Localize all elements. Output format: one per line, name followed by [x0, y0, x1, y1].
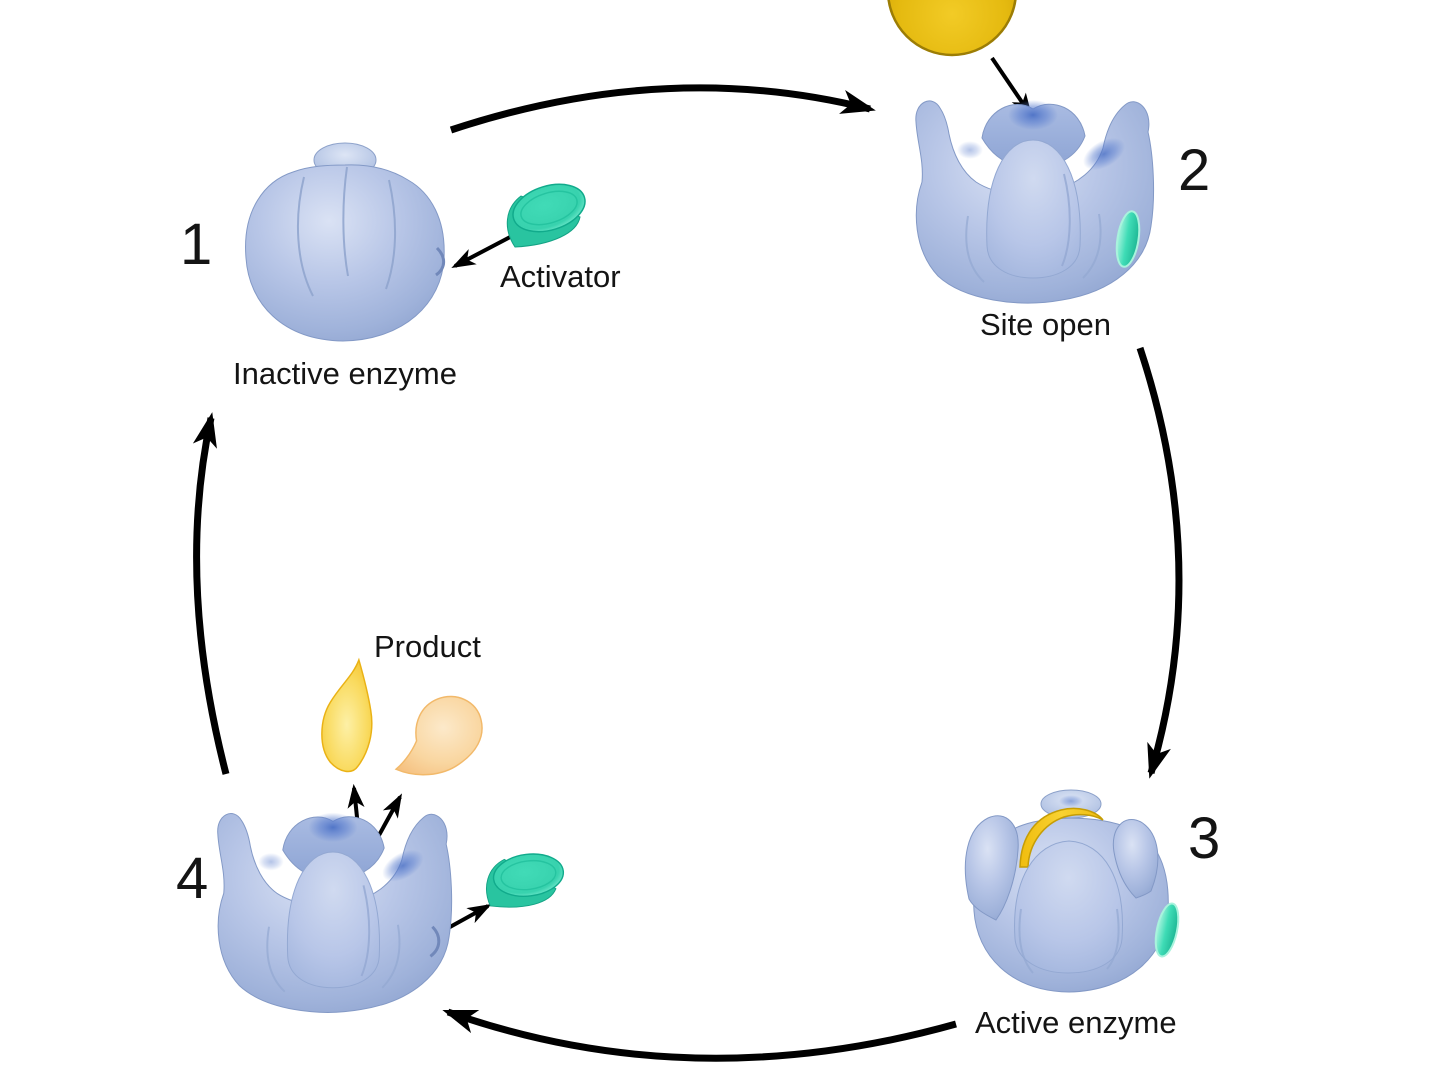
activator-label: Activator: [500, 259, 621, 294]
arrow-stage2-to-stage3: [1136, 346, 1183, 779]
stage-4-number: 4: [176, 846, 209, 911]
activator-leaving-icon: [482, 837, 574, 920]
stage-1-number: 1: [180, 212, 213, 277]
arrow-stage4-to-stage1: [192, 412, 230, 775]
open-enzyme-illustration: [914, 99, 1155, 304]
product-release-enzyme-illustration: [216, 811, 453, 1014]
bound-activator-icon: [1154, 902, 1180, 958]
arrow-stage1-to-stage2: [449, 84, 876, 134]
allosteric-site-notch: [435, 246, 446, 277]
stage-3-caption: Active enzyme: [975, 1005, 1177, 1040]
product-label: Product: [374, 629, 481, 664]
activator-icon: [506, 175, 592, 248]
inactive-enzyme-illustration: [245, 142, 446, 342]
arrow-stage3-to-stage4: [442, 1008, 957, 1062]
product-yellow-icon: [321, 657, 373, 773]
active-enzyme-illustration: [964, 789, 1180, 993]
empty-activator-site-notch: [429, 925, 441, 958]
product-orange-icon: [394, 695, 483, 776]
stage-2-number: 2: [1178, 138, 1211, 203]
stage-3-number: 3: [1188, 806, 1221, 871]
stage-1-caption: Inactive enzyme: [233, 356, 457, 391]
substrate-icon: [887, 0, 1017, 57]
bound-substrate-icon: [1019, 807, 1104, 868]
bound-activator-icon: [1115, 210, 1141, 268]
stage-2-caption: Site open: [980, 307, 1111, 342]
